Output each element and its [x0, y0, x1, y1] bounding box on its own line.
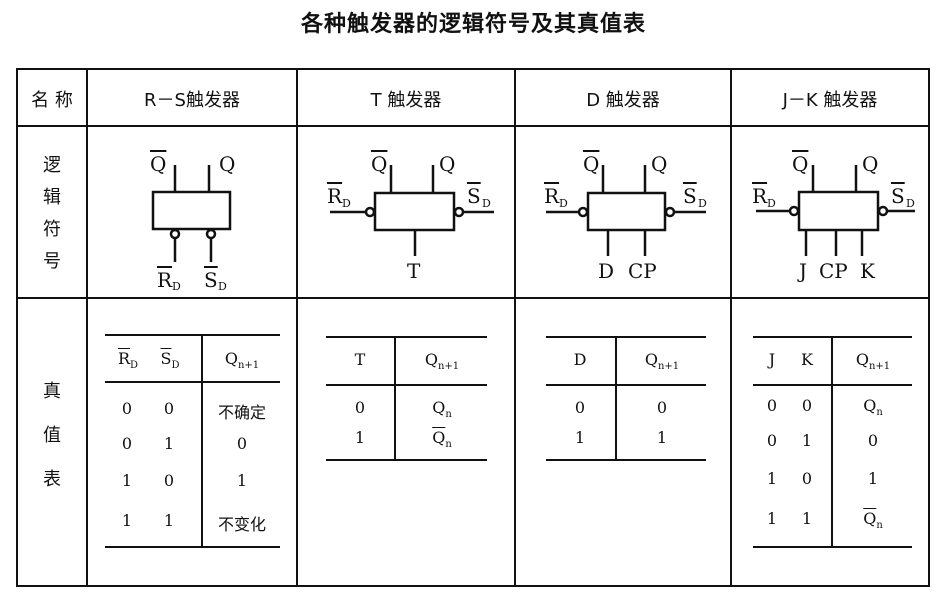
t-r0-c1: Qn — [432, 398, 452, 421]
svg-text:D: D — [559, 197, 568, 210]
jk-q-label: Q — [862, 152, 878, 176]
t-rd-label: R — [327, 184, 343, 208]
t-sd-label: S — [467, 184, 481, 208]
svg-text:D: D — [906, 197, 915, 210]
rs-sd-label: S — [204, 268, 218, 292]
row-label-logic-symbol: 逻 辑 符 号 — [43, 155, 61, 272]
d-q-label: Q — [651, 152, 667, 176]
rs-header-rd: RD — [117, 349, 139, 372]
rs-qbar-label: Q — [150, 152, 166, 176]
rs-r1-c1: 1 — [163, 434, 175, 453]
d-qbar-label: Q — [583, 152, 599, 176]
d-sd-label: S — [683, 184, 697, 208]
jk-r2-c0: 1 — [766, 469, 778, 488]
jk-r0-c0: 0 — [766, 396, 778, 415]
header-rs-flipflop: R－S触发器 — [144, 90, 240, 111]
jk-r3-c0: 1 — [766, 509, 778, 528]
t-input-label: T — [407, 259, 421, 283]
jk-j-label: J — [797, 259, 807, 283]
t-q-label: Q — [439, 152, 455, 176]
header-t-flipflop: T 触发器 — [370, 90, 442, 111]
jk-header-qn1: Qn+1 — [855, 350, 891, 373]
jk-k-label: K — [860, 259, 876, 283]
jk-r2-c1: 0 — [801, 469, 813, 488]
jk-r3-c2: Qn — [863, 509, 883, 532]
jk-r3-c1: 1 — [801, 509, 813, 528]
jk-r1-c2: 0 — [867, 431, 879, 450]
d-header-d: D — [573, 350, 587, 369]
d-input-label: D — [598, 259, 614, 283]
page-title: 各种触发器的逻辑符号及其真值表 — [300, 12, 646, 37]
rs-r0-c1: 0 — [163, 399, 175, 418]
d-r1-c1: 1 — [656, 428, 668, 447]
rs-r2-c1: 0 — [163, 471, 175, 490]
svg-text:D: D — [767, 197, 776, 210]
rs-header-qn1: Qn+1 — [224, 349, 260, 372]
svg-text:D: D — [342, 197, 351, 210]
rs-r2-c0: 1 — [121, 471, 133, 490]
rs-r2-c2: 1 — [236, 471, 248, 490]
t-header-t: T — [354, 350, 366, 369]
rs-r3-c0: 1 — [121, 511, 133, 530]
svg-text:D: D — [698, 197, 707, 210]
jk-sd-label: S — [891, 184, 905, 208]
d-rd-label: R — [544, 184, 560, 208]
rs-r1-c2: 0 — [236, 434, 248, 453]
rs-r1-c0: 0 — [121, 434, 133, 453]
jk-header-j: J — [768, 350, 776, 369]
rs-r3-c2: 不变化 — [217, 515, 266, 534]
jk-r1-c1: 1 — [801, 431, 813, 450]
jk-rd-label: R — [752, 184, 768, 208]
rs-r0-c2: 不确定 — [217, 403, 266, 422]
svg-text:D: D — [482, 197, 491, 210]
d-r0-c0: 0 — [574, 398, 586, 417]
svg-text:D: D — [218, 280, 227, 293]
jk-cp-label: CP — [819, 259, 848, 283]
t-r1-c0: 1 — [354, 428, 366, 447]
t-header-qn1: Qn+1 — [424, 350, 460, 373]
t-qbar-label: Q — [371, 152, 387, 176]
jk-qbar-label: Q — [792, 152, 808, 176]
d-cp-label: CP — [628, 259, 657, 283]
d-header-qn1: Qn+1 — [644, 350, 680, 373]
jk-r1-c0: 0 — [766, 431, 778, 450]
t-r1-c1: Qn — [432, 428, 452, 451]
jk-r0-c1: 0 — [801, 396, 813, 415]
rs-r0-c0: 0 — [121, 399, 133, 418]
jk-header-k: K — [801, 350, 813, 369]
rs-rd-label: R — [157, 268, 173, 292]
rs-header-sd: SD — [160, 349, 180, 372]
t-r0-c0: 0 — [354, 398, 366, 417]
row-label-name: 名 称 — [31, 90, 73, 111]
jk-r2-c2: 1 — [867, 469, 879, 488]
rs-q-label: Q — [219, 152, 235, 176]
row-label-truth-table: 真 值 表 — [43, 381, 61, 490]
jk-r0-c2: Qn — [863, 396, 883, 419]
d-r1-c0: 1 — [574, 428, 586, 447]
header-d-flipflop: D 触发器 — [586, 90, 660, 111]
rs-r3-c1: 1 — [163, 511, 175, 530]
header-jk-flipflop: J－K 触发器 — [782, 90, 878, 111]
d-r0-c1: 0 — [656, 398, 668, 417]
svg-text:D: D — [172, 280, 181, 293]
